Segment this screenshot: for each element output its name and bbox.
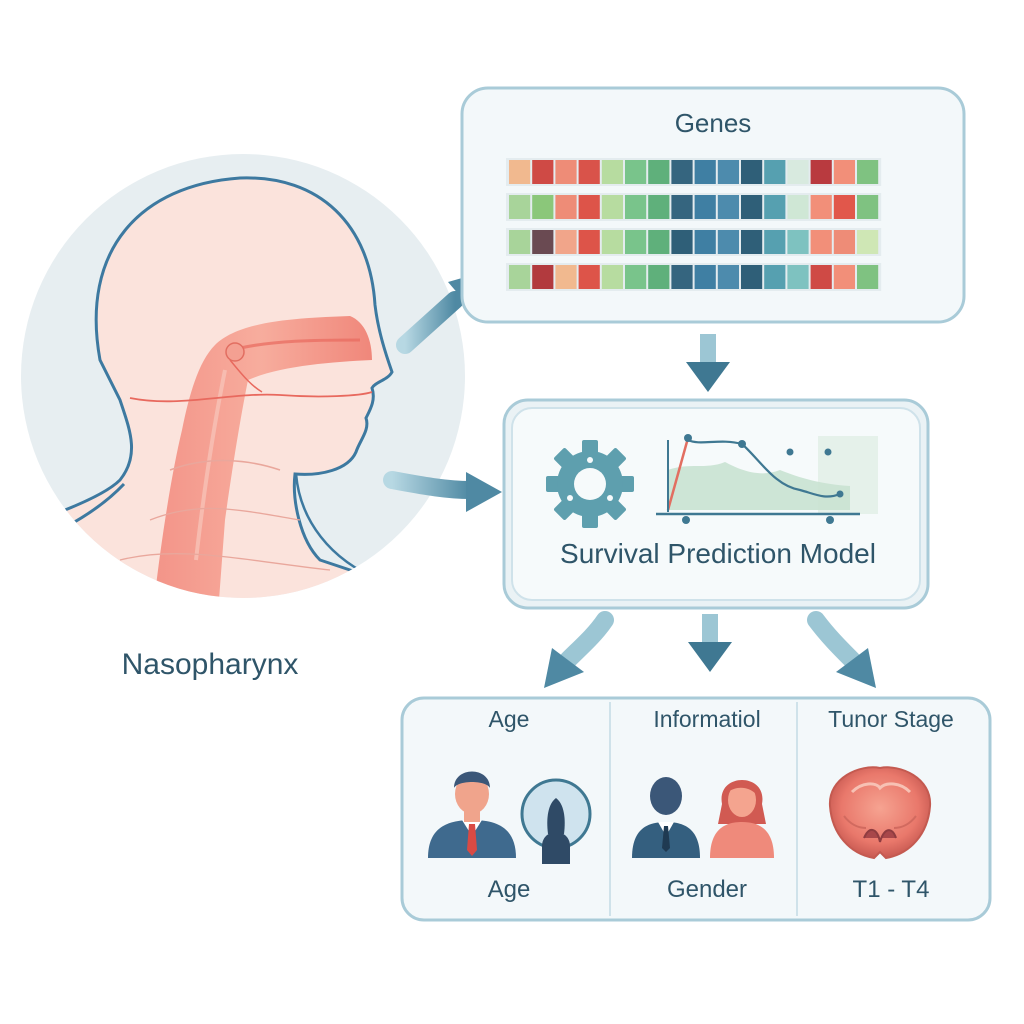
heatmap-cell	[741, 195, 763, 219]
airway	[150, 316, 372, 598]
heatmap-cell	[833, 265, 855, 289]
heatmap-cell	[833, 195, 855, 219]
heatmap-cell	[601, 160, 623, 184]
heatmap-cell	[601, 230, 623, 254]
heatmap-cell	[857, 160, 879, 184]
heatmap-cell	[764, 230, 786, 254]
heatmap-cell	[625, 230, 647, 254]
heatmap-cell	[578, 195, 600, 219]
heatmap-cell	[717, 195, 739, 219]
arrow-model-to-gender	[688, 614, 732, 672]
heatmap-cell	[810, 160, 832, 184]
heatmap-cell	[671, 195, 693, 219]
heatmap-cell	[509, 160, 531, 184]
heatmap-cell	[833, 160, 855, 184]
heatmap-cell	[717, 230, 739, 254]
heatmap-cell	[625, 265, 647, 289]
heatmap-cell	[717, 160, 739, 184]
nasopharynx-illustration	[21, 154, 465, 598]
heatmap-cell	[555, 265, 577, 289]
heatmap-cell	[625, 195, 647, 219]
tumor-stage-caption: T1 - T4	[852, 876, 930, 903]
heatmap-cell	[601, 195, 623, 219]
arrow-model-to-age	[544, 611, 614, 688]
heatmap-cell	[671, 265, 693, 289]
heatmap-cell	[532, 160, 554, 184]
heatmap-cell	[625, 160, 647, 184]
male-avatar-icon	[632, 777, 700, 858]
gene-heatmap	[506, 158, 882, 291]
heatmap-cell	[810, 195, 832, 219]
heatmap-cell	[532, 195, 554, 219]
heatmap-cell	[509, 195, 531, 219]
heatmap-cell	[764, 195, 786, 219]
genes-title: Genes	[674, 108, 752, 138]
heatmap-cell	[694, 265, 716, 289]
heatmap-cell	[509, 265, 531, 289]
heatmap-cell	[578, 265, 600, 289]
heatmap-cell	[578, 160, 600, 184]
heatmap-cell	[857, 265, 879, 289]
heatmap-cell	[509, 230, 531, 254]
heatmap-cell	[741, 265, 763, 289]
gear-icon	[546, 440, 634, 528]
arrow-head-to-model	[383, 471, 502, 512]
man-avatar-icon	[428, 771, 516, 858]
heatmap-cell	[648, 160, 670, 184]
nasopharynx-label: Nasopharynx	[121, 648, 299, 681]
heatmap-cell	[787, 230, 809, 254]
heatmap-cell	[648, 230, 670, 254]
heatmap-cell	[694, 230, 716, 254]
heatmap-cell	[764, 265, 786, 289]
elderly-bust-icon	[520, 778, 592, 864]
heatmap-cell	[532, 230, 554, 254]
heatmap-cell	[810, 230, 832, 254]
heatmap-cell	[648, 195, 670, 219]
information-header: Informatiol	[653, 706, 761, 732]
heatmap-cell	[578, 230, 600, 254]
gender-caption: Gender	[666, 876, 748, 903]
heatmap-cell	[857, 195, 879, 219]
heatmap-cell	[787, 160, 809, 184]
heatmap-cell	[694, 195, 716, 219]
heatmap-cell	[555, 160, 577, 184]
heatmap-cell	[810, 265, 832, 289]
heatmap-cell	[671, 230, 693, 254]
heatmap-cell	[532, 265, 554, 289]
heatmap-cell	[555, 230, 577, 254]
heatmap-cell	[601, 265, 623, 289]
heatmap-cell	[833, 230, 855, 254]
heatmap-cell	[741, 160, 763, 184]
age-header: Age	[488, 706, 530, 732]
arrow-genes-to-model	[686, 334, 730, 392]
genes-panel	[460, 86, 966, 324]
female-avatar-icon	[710, 780, 774, 858]
model-title: Survival Prediction Model	[560, 538, 876, 569]
age-caption: Age	[487, 876, 531, 903]
tumor-stage-header: Tunor Stage	[828, 706, 954, 732]
heatmap-cell	[857, 230, 879, 254]
model-panel	[502, 398, 930, 610]
heatmap-cell	[787, 265, 809, 289]
heatmap-cell	[671, 160, 693, 184]
heatmap-cell	[764, 160, 786, 184]
heatmap-cell	[555, 195, 577, 219]
heatmap-cell	[694, 160, 716, 184]
tumor-icon	[828, 766, 932, 860]
heatmap-cell	[741, 230, 763, 254]
clinical-panel	[400, 696, 992, 922]
arrow-model-to-stage	[807, 611, 876, 688]
heatmap-cell	[648, 265, 670, 289]
heatmap-cell	[787, 195, 809, 219]
heatmap-cell	[717, 265, 739, 289]
survival-curve-icon	[656, 434, 878, 524]
